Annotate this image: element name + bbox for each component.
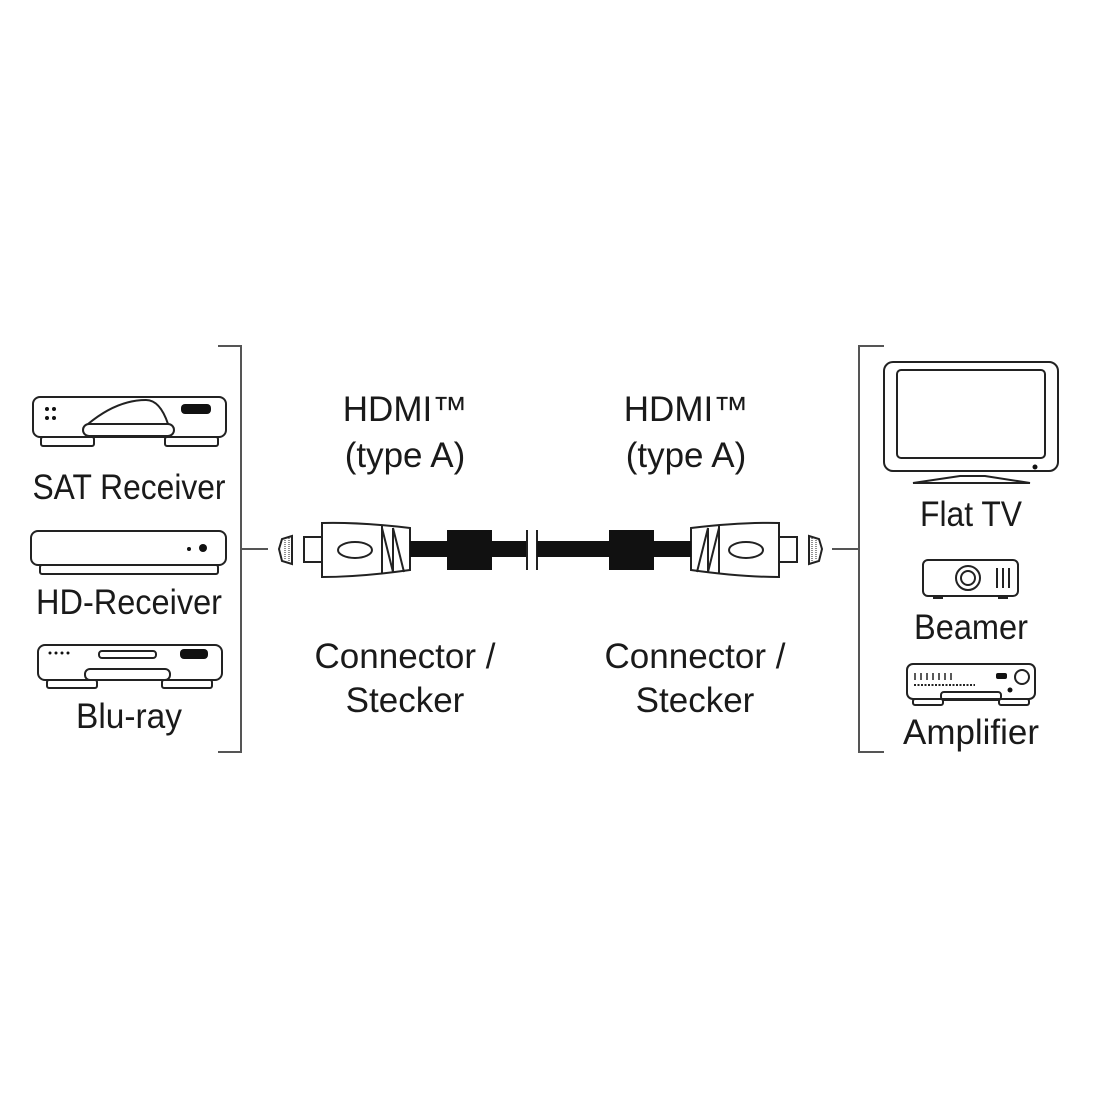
- right-hdmi-plug-icon: [537, 521, 824, 579]
- sat-receiver-label: SAT Receiver: [33, 468, 226, 507]
- left-connector-label-line1: Connector /: [315, 637, 496, 676]
- left-connector-label-line2: Stecker: [346, 681, 465, 720]
- amplifier-icon: [906, 663, 1036, 706]
- flat-tv-label: Flat TV: [920, 495, 1023, 534]
- blu-ray-player-icon: [37, 644, 223, 689]
- hdmi-cable: [277, 521, 824, 579]
- right-connector-label-line2: Stecker: [636, 681, 755, 720]
- beamer-label: Beamer: [914, 608, 1028, 647]
- left-connector-type-line2: (type A): [345, 436, 466, 475]
- left-hdmi-plug-icon: [277, 521, 526, 579]
- flat-tv-icon: [883, 361, 1059, 484]
- hd-receiver-icon: [30, 530, 227, 575]
- hd-receiver-label: HD-Receiver: [36, 583, 222, 622]
- sink-bracket: [832, 345, 884, 753]
- amplifier-label: Amplifier: [903, 713, 1039, 752]
- source-bracket: [218, 345, 268, 753]
- sat-receiver-icon: [32, 396, 227, 447]
- right-connector-type-line2: (type A): [626, 436, 747, 475]
- blu-ray-label: Blu-ray: [76, 697, 182, 736]
- right-connector-type-line1: HDMI™: [624, 390, 748, 429]
- projector-icon: [922, 559, 1019, 599]
- left-connector-type-line1: HDMI™: [343, 390, 467, 429]
- right-connector-label-line1: Connector /: [605, 637, 786, 676]
